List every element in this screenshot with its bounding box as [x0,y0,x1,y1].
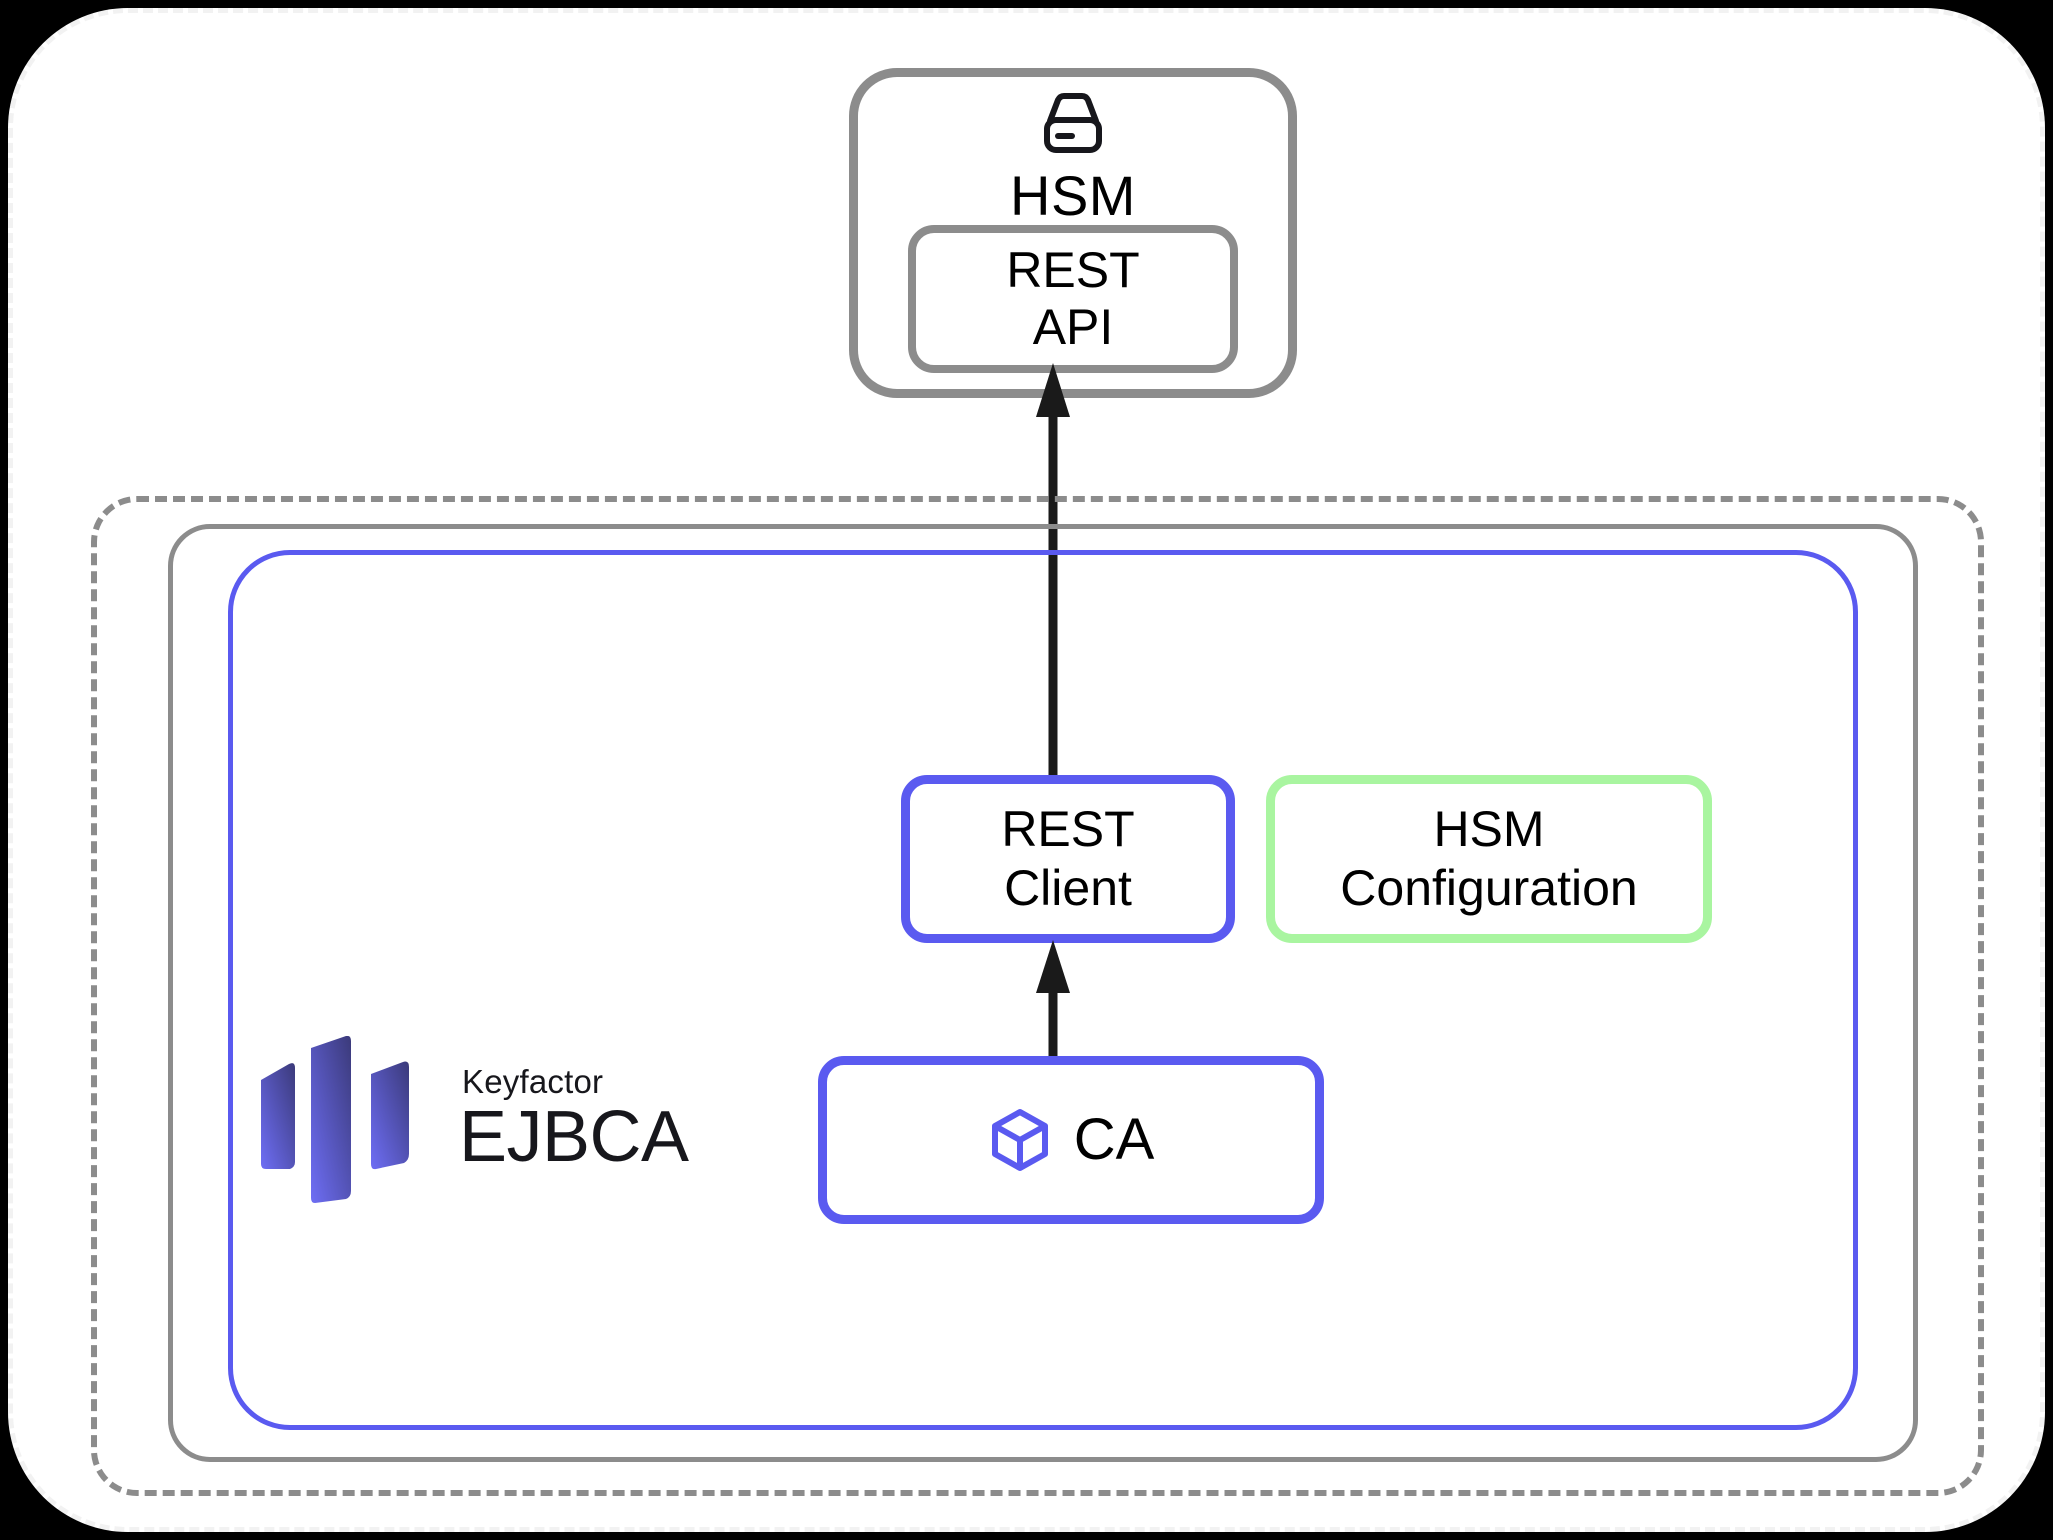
hard-drive-icon [1044,93,1102,153]
rest-client-box[interactable]: REST Client [901,775,1235,943]
hsm-appliance-box[interactable]: HSM REST API [849,68,1297,398]
gray-boundary-container [168,524,1918,1462]
ejbca-boundary-container [228,550,1858,1430]
hsm-configuration-line-2: Configuration [1340,860,1638,916]
arrow-ca-to-rest-client [1036,940,1070,1063]
rest-api-line-1: REST [1006,241,1140,298]
logo-product-ejbca: EJBCA [459,1097,689,1178]
hsm-configuration-box[interactable]: HSM Configuration [1266,775,1712,943]
rest-client-line-1: REST [1001,801,1135,857]
ca-label: CA [1073,1107,1155,1172]
hsm-configuration-line-1: HSM [1433,801,1545,857]
ca-box[interactable]: CA [818,1056,1324,1224]
keyfactor-ejbca-logo: Keyfactor EJBCA [253,1035,733,1205]
rest-api-line-2: API [1032,299,1114,355]
keyfactor-logo-mark [261,1036,409,1203]
hsm-label: HSM [1010,164,1136,227]
rest-api-box[interactable]: REST API [908,225,1238,373]
cube-icon [991,1109,1048,1171]
rest-client-line-2: Client [1004,860,1132,916]
dashed-boundary-container [91,496,1984,1496]
logo-text-block: Keyfactor EJBCA [459,1062,689,1178]
arrow-rest-client-to-rest-api [1036,363,1070,781]
diagram-outer-card: HSM REST API [8,8,2045,1532]
logo-brand-keyfactor: Keyfactor [462,1062,604,1100]
